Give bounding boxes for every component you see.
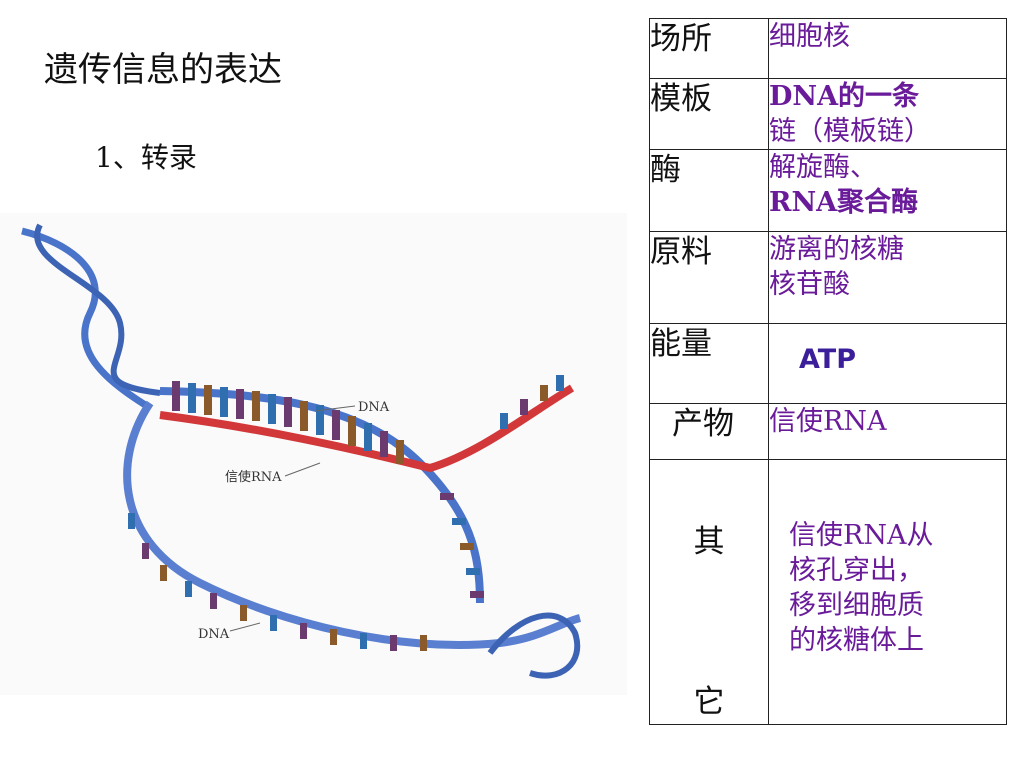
row-value: 信使RNA从 核孔穿出， 移到细胞质 的核糖体上 [768, 459, 1007, 726]
value-line: DNA的一条 [769, 81, 920, 112]
row-key: 产物 [649, 403, 769, 461]
table-row: 酶 解旋酶、 RNA聚合酶 [649, 149, 1007, 233]
row-key: 原料 [649, 231, 769, 325]
value-line: 信使RNA从 [789, 520, 934, 552]
value-line: 核苷酸 [769, 269, 850, 301]
value-line: 移到细胞质 [789, 590, 924, 622]
value-line: 链（模板链） [769, 116, 931, 148]
value-line: 核孔穿出， [789, 555, 924, 587]
dna-coding-strand [123, 400, 582, 649]
label-dna-bottom: DNA [198, 627, 230, 642]
transcription-table: 场所 细胞核 模板 DNA的一条 链（模板链） 酶 解旋酶、 RNA聚合酶 原料… [649, 18, 1007, 726]
value-line: 解旋酶、 [769, 152, 877, 184]
table-row: 场所 细胞核 [649, 18, 1007, 79]
label-dna-top: DNA [358, 400, 390, 415]
dna-top-leader [314, 405, 356, 412]
base-pairs-upper [172, 381, 404, 464]
table-row: 产物 信使RNA [649, 403, 1007, 461]
mrna-strand [159, 384, 575, 473]
row-key: 其 它 [649, 459, 769, 726]
helix-strand-b [34, 223, 161, 396]
helix-strand-a [21, 227, 152, 411]
section-heading: 1、转录 [95, 141, 197, 174]
row-key: 酶 [649, 149, 769, 233]
table-row: 模板 DNA的一条 链（模板链） [649, 77, 1007, 151]
mrna-leader [284, 462, 321, 477]
table-row: 其 它 信使RNA从 核孔穿出， 移到细胞质 的核糖体上 [649, 459, 1007, 726]
row-value: ATP [768, 323, 1007, 405]
table-row: 能量 ATP [649, 323, 1007, 405]
base-pairs-lower [128, 513, 427, 651]
row-value: DNA的一条 链（模板链） [768, 77, 1007, 151]
row-value: 游离的核糖 核苷酸 [768, 231, 1007, 325]
table-row: 原料 游离的核糖 核苷酸 [649, 231, 1007, 325]
row-value: 信使RNA [768, 403, 1007, 461]
dna-bottom-leader [229, 622, 261, 632]
transcription-diagram: DNA 信使RNA DNA [0, 213, 627, 695]
row-key: 场所 [649, 18, 769, 79]
row-key: 模板 [649, 77, 769, 151]
value-line: RNA聚合酶 [769, 187, 919, 219]
key-part: 其 [693, 524, 725, 561]
label-mrna: 信使RNA [225, 469, 282, 485]
page-title: 遗传信息的表达 [44, 50, 282, 90]
value-line: 的核糖体上 [789, 625, 924, 657]
row-value: 细胞核 [768, 18, 1007, 79]
base-pairs-right [440, 375, 564, 598]
transcription-svg: DNA 信使RNA DNA [21, 223, 582, 679]
helix-strand-c [487, 612, 581, 679]
key-part: 它 [693, 684, 725, 721]
value-line: 游离的核糖 [769, 234, 904, 266]
row-value: 解旋酶、 RNA聚合酶 [768, 149, 1007, 233]
row-key: 能量 [649, 323, 769, 405]
